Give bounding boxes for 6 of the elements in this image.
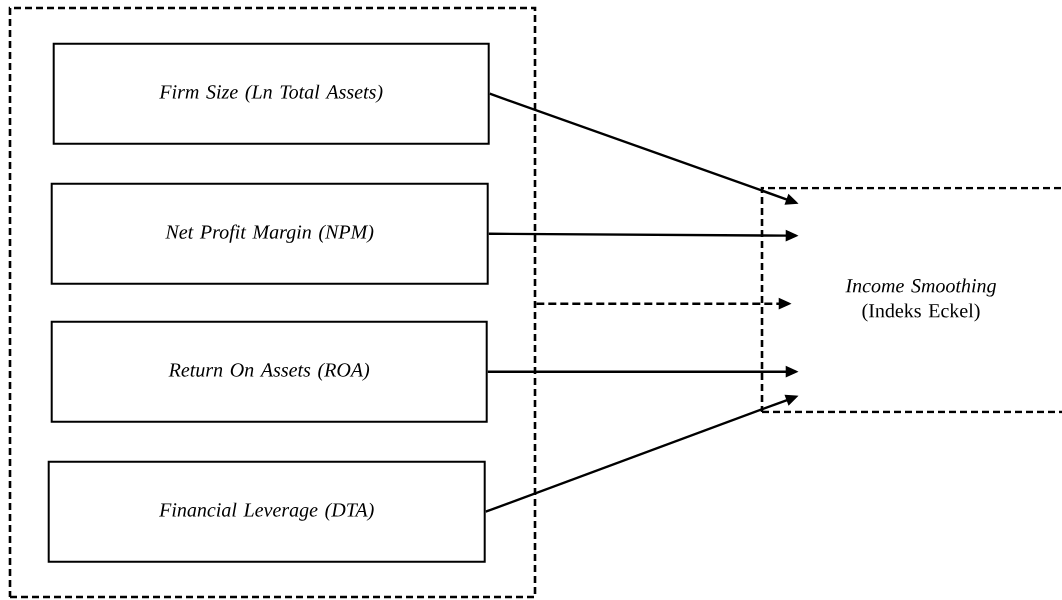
variable-box: Financial Leverage (DTA) — [47, 460, 486, 563]
group-box — [8, 6, 537, 599]
variable-box: Net Profit Margin (NPM) — [50, 182, 489, 285]
outcome-box: Income Smoothing (Indeks Eckel) — [760, 186, 1062, 414]
variable-box: Return On Assets (ROA) — [50, 320, 488, 423]
variable-box: Firm Size (Ln Total Assets) — [52, 42, 490, 145]
